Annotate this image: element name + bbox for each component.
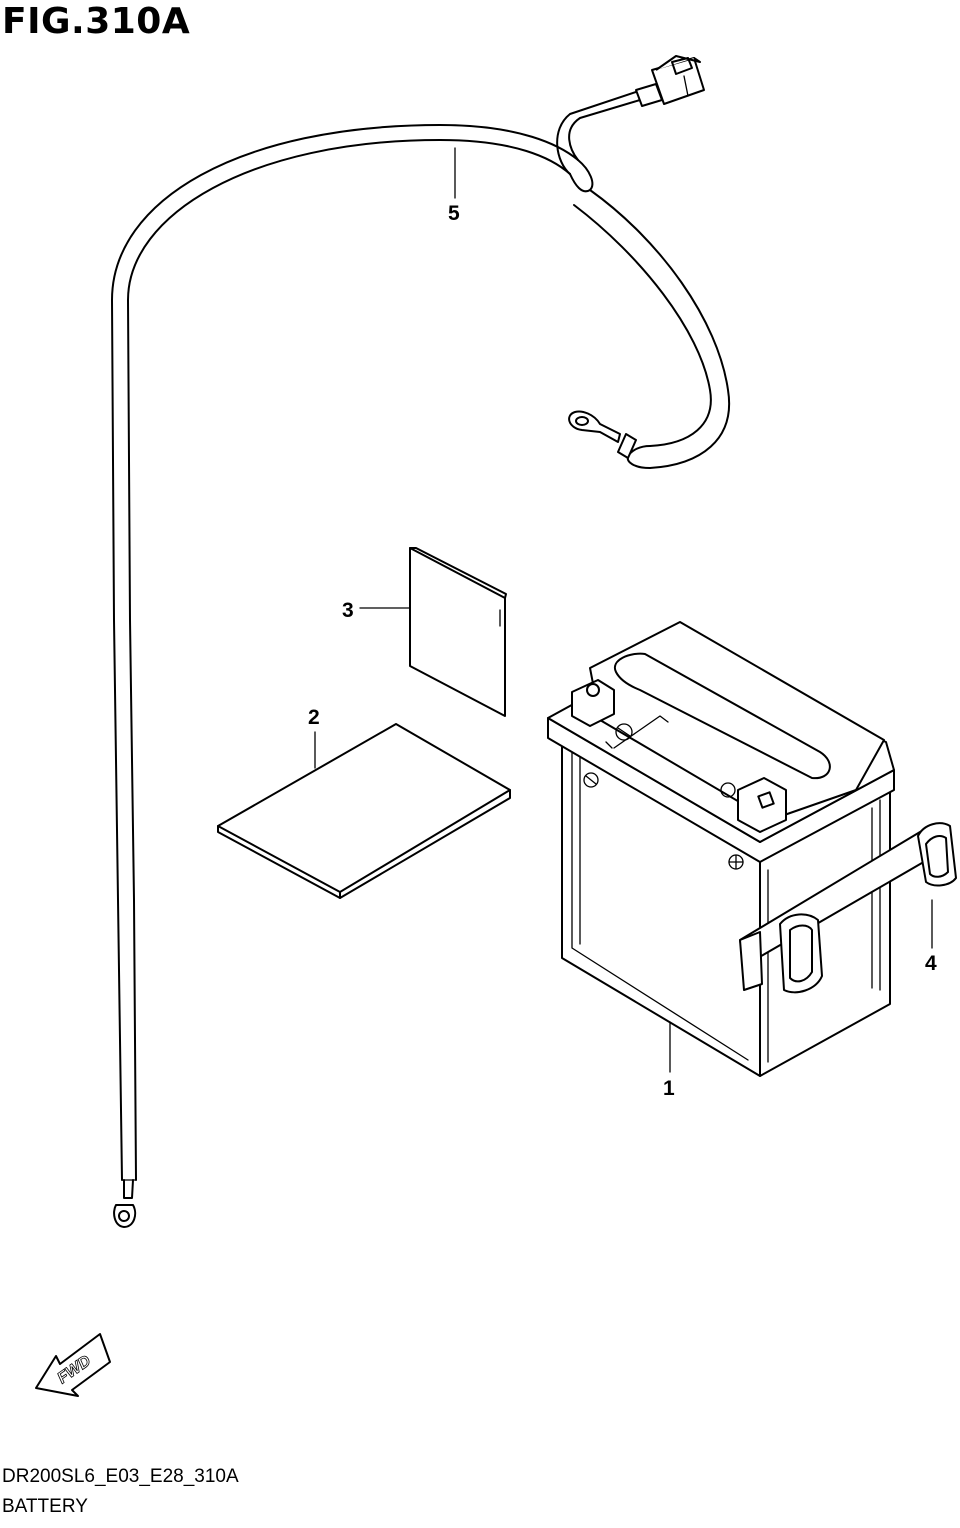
fwd-arrow-icon: FWD: [35, 1333, 111, 1397]
battery[interactable]: [547, 621, 895, 1077]
callout-4: 4: [925, 952, 937, 975]
figure-title: FIG.310A: [2, 1, 191, 42]
manual-plate[interactable]: [217, 723, 511, 899]
callout-5: 5: [448, 202, 460, 225]
callout-2: 2: [308, 706, 320, 729]
callout-1: 1: [663, 1077, 675, 1100]
battery-band[interactable]: [739, 822, 957, 994]
battery-lead-wire[interactable]: [111, 55, 731, 1228]
callout-3: 3: [342, 599, 354, 622]
leader-lines: [314, 147, 933, 1073]
section-name: BATTERY: [2, 1496, 88, 1517]
label-sticker[interactable]: [409, 547, 507, 717]
diagram-code: DR200SL6_E03_E28_310A: [2, 1466, 239, 1487]
